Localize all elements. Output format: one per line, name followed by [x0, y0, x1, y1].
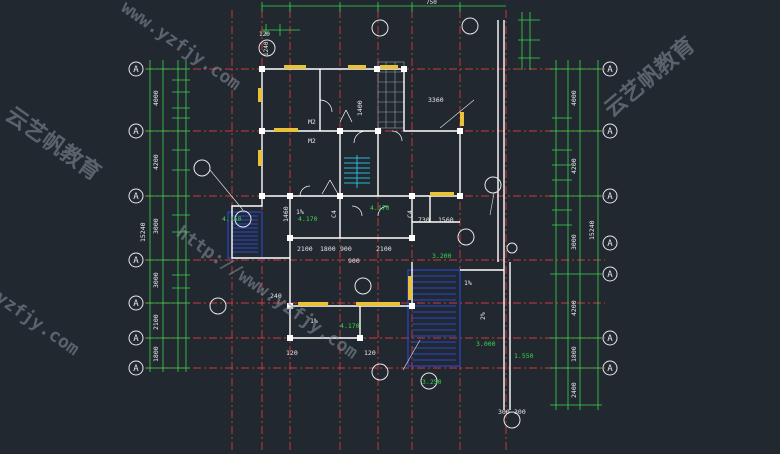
axis-label-right: A — [607, 239, 613, 249]
dim-text: 3000 — [570, 234, 578, 250]
dim-text: 120 — [259, 31, 270, 38]
slope-label: 2% — [479, 312, 487, 320]
dim-text: 750 — [426, 0, 437, 6]
dim-text: 3000 — [152, 218, 160, 234]
top-dimension-lines — [261, 2, 506, 36]
axis-label-right: A — [607, 127, 613, 137]
elevation-mark: 4.150 — [222, 215, 242, 223]
dim-text: 1800 — [320, 245, 336, 253]
room-label: M2 — [308, 118, 316, 126]
dim-text: 3000 — [152, 272, 160, 288]
axis-label-right: A — [607, 364, 613, 374]
axis-label-left: A — [133, 192, 139, 202]
elevation-mark: 4.170 — [370, 204, 390, 212]
watermark-text: 云艺帆教育 — [599, 32, 700, 123]
watermark-text: http://www.yzfjy.com — [172, 222, 362, 364]
watermark-text: yzfjy.com — [0, 287, 83, 360]
elevation-mark: 1.550 — [514, 352, 534, 360]
dim-text: 1560 — [438, 216, 454, 224]
dim-text: 2400 — [570, 382, 578, 398]
toilet-grid — [377, 61, 405, 129]
dim-text-total: 15240 — [139, 222, 147, 242]
axis-label-right: A — [607, 192, 613, 202]
elevation-mark: 4.170 — [340, 322, 360, 330]
elevation-mark: 4.170 — [298, 215, 318, 223]
elevation-mark: 3.200 — [432, 252, 452, 260]
dim-text: 900 — [340, 245, 352, 253]
slope-label: 1% — [310, 317, 318, 325]
dim-text: 3360 — [428, 96, 444, 104]
watermark-text: www.yzfjy.com — [117, 0, 245, 95]
axis-label-right: A — [607, 65, 613, 75]
dim-text: 1240 — [263, 41, 270, 56]
slope-label: 1% — [464, 279, 472, 287]
dim-text: 4000 — [570, 90, 578, 106]
dim-text: 900 — [348, 257, 360, 265]
elevation-mark: 3.250 — [422, 378, 442, 386]
watermark-text: 云艺帆教育 — [1, 102, 106, 186]
stair-right — [407, 269, 461, 367]
columns — [259, 66, 463, 341]
dim-text: 300 — [498, 408, 510, 416]
axis-label-left: A — [133, 65, 139, 75]
elevation-mark: 3.000 — [476, 340, 496, 348]
dim-text: 1800 — [570, 346, 578, 362]
dim-text: 240 — [270, 292, 282, 300]
callout-bubbles — [193, 17, 521, 429]
dim-text: 4200 — [570, 158, 578, 174]
axis-label-right: A — [607, 334, 613, 344]
room-label: M2 — [308, 137, 316, 145]
dim-text: 4200 — [152, 154, 160, 170]
dim-text: 730 — [418, 216, 430, 224]
dim-text: 300 — [514, 408, 526, 416]
dim-text: 4200 — [570, 300, 578, 316]
axis-label-left: A — [133, 334, 139, 344]
stair-center — [344, 155, 370, 188]
leader-lines — [209, 99, 495, 371]
axis-label-left: A — [133, 299, 139, 309]
dim-text: 1400 — [356, 100, 364, 116]
dim-text: 120 — [364, 349, 376, 357]
right-axis-bubbles — [602, 61, 618, 376]
axis-label-right: A — [607, 270, 613, 280]
left-dimension-lines — [146, 60, 190, 372]
axis-label-left: A — [133, 364, 139, 374]
windows — [258, 65, 464, 306]
label-c4: C4 — [330, 210, 338, 218]
door-swings — [299, 99, 403, 217]
dim-text: 1800 — [152, 346, 160, 362]
right-dimension-lines — [518, 12, 602, 410]
dim-text-total: 15240 — [588, 220, 596, 240]
dim-text: 1460 — [282, 206, 290, 222]
label-c4: C4 — [406, 210, 414, 218]
dim-text: 2100 — [152, 314, 160, 330]
dim-text: 120 — [286, 349, 298, 357]
slope-label: 1% — [296, 208, 304, 216]
left-axis-bubbles — [128, 61, 144, 376]
axis-label-left: A — [133, 127, 139, 137]
dim-text: 2100 — [297, 245, 313, 253]
axis-label-left: A — [133, 256, 139, 266]
dim-text: 2100 — [376, 245, 392, 253]
dim-text: 4000 — [152, 90, 160, 106]
stair-left — [227, 211, 263, 259]
